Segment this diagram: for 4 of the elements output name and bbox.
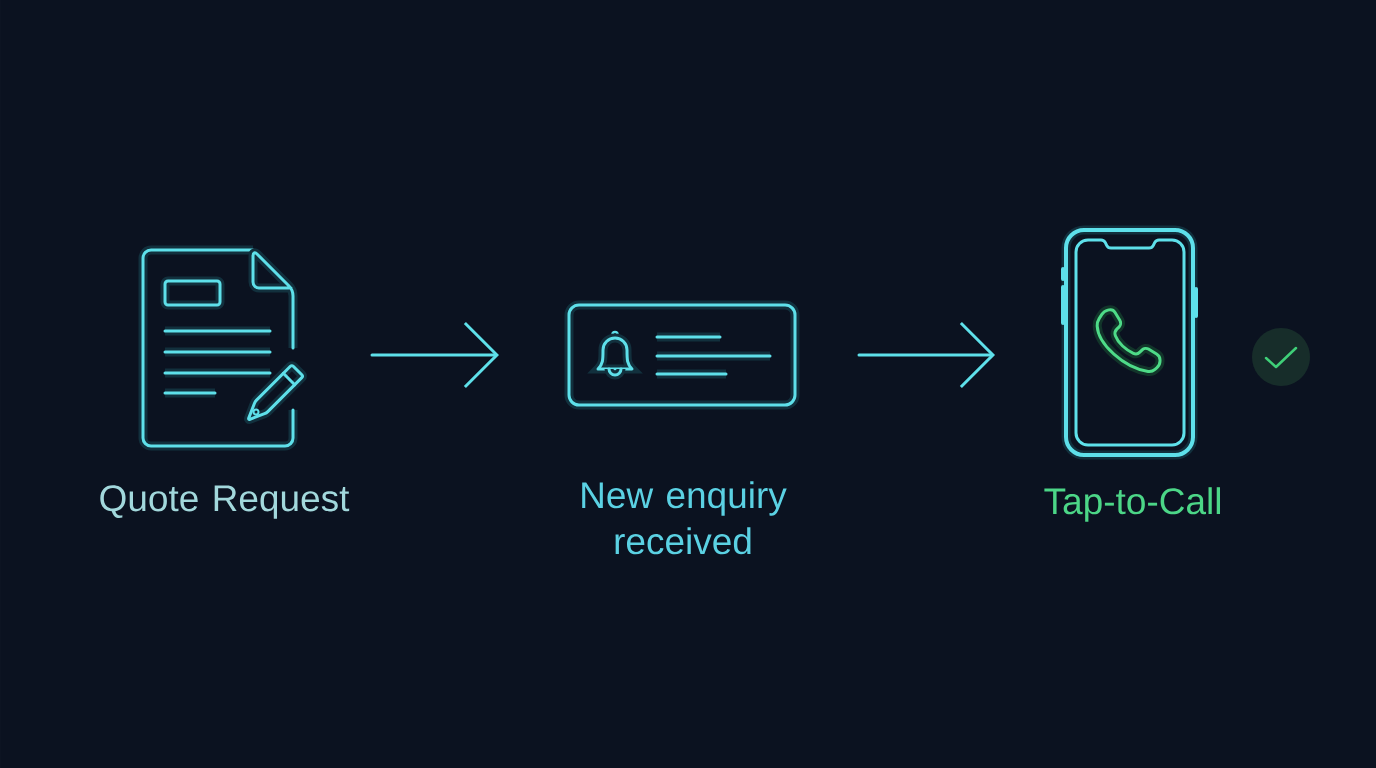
node-label: Quote Request xyxy=(100,485,350,519)
node-label: Tap-to-Call xyxy=(1044,487,1220,522)
node-label: New enquiry received xyxy=(582,481,787,555)
arrow xyxy=(857,321,995,389)
